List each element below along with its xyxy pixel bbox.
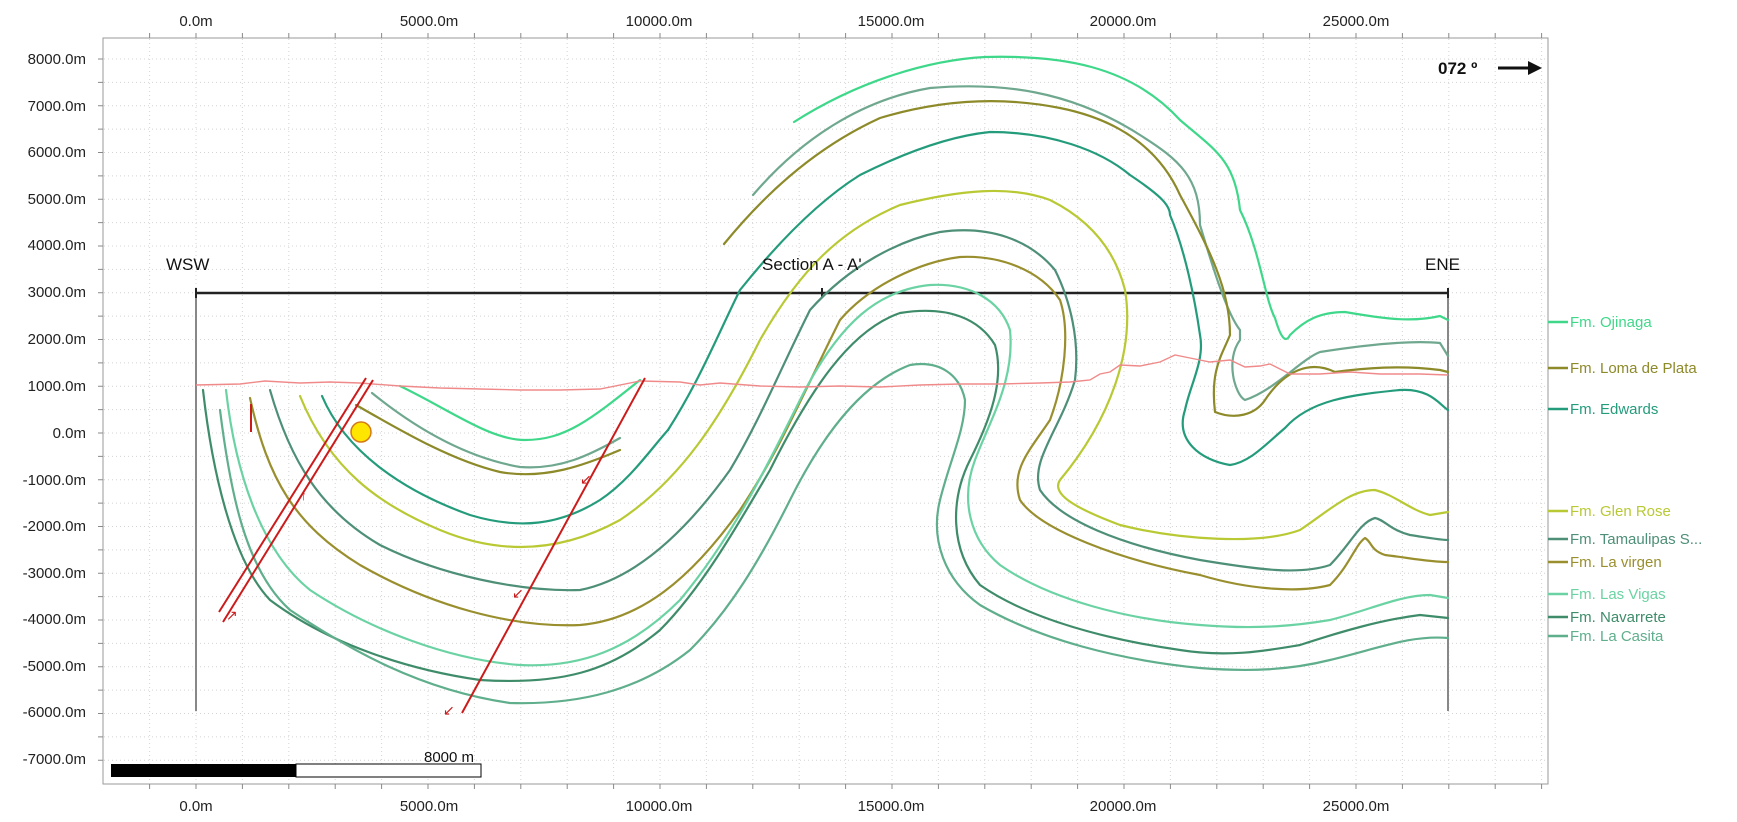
- x-tick-bottom: 15000.0m: [858, 798, 925, 815]
- section-label-right: ENE: [1425, 255, 1460, 274]
- x-axis-bottom: 0.0m 5000.0m 10000.0m 15000.0m 20000.0m …: [179, 798, 1389, 815]
- horizon-tamaulipas-upper: [751, 85, 1450, 402]
- azimuth-arrow-icon: [1498, 61, 1542, 75]
- y-tick: 7000.0m: [28, 98, 86, 115]
- horizon-tamaulipas-main: [268, 229, 1450, 592]
- y-tick: 3000.0m: [28, 284, 86, 301]
- legend-item-label: Fm. Ojinaga: [1570, 314, 1652, 331]
- y-tick: -4000.0m: [23, 611, 86, 628]
- y-tick: 4000.0m: [28, 237, 86, 254]
- legend-item-label: Fm. Edwards: [1570, 401, 1658, 418]
- legend-item-label: Fm. La Casita: [1570, 628, 1664, 645]
- fault-1-hanging: [222, 379, 374, 623]
- fault-arrow-icon: ↗: [226, 607, 238, 623]
- faults: ↑ ↙ ↙ ↙ ↗: [218, 377, 646, 718]
- legend-item-label: Fm. Tamaulipas S...: [1570, 531, 1702, 548]
- y-tick: -2000.0m: [23, 518, 86, 535]
- scale-bar-empty: [295, 763, 482, 778]
- horizon-loma-syncline: [354, 403, 622, 476]
- y-tick: 6000.0m: [28, 144, 86, 161]
- horizon-la-casita: [218, 362, 1450, 705]
- fault-arrow-icon: ↙: [580, 471, 592, 487]
- y-tick: -1000.0m: [23, 472, 86, 489]
- legend-item-label: Fm. Las Vigas: [1570, 586, 1666, 603]
- x-tick-top: 5000.0m: [400, 13, 458, 30]
- grid: [104, 39, 1547, 783]
- scale-bar-label: 8000 m: [424, 749, 474, 766]
- section-label-left: WSW: [166, 255, 209, 274]
- x-tick-bottom: 5000.0m: [400, 798, 458, 815]
- axis-ticks: [98, 33, 1543, 789]
- y-tick: 0.0m: [53, 425, 86, 442]
- horizon-edwards-upper: [666, 130, 1450, 467]
- x-tick-top: 0.0m: [179, 13, 212, 30]
- y-axis: 8000.0m 7000.0m 6000.0m 5000.0m 4000.0m …: [23, 51, 86, 768]
- horizon-la-virgen: [248, 255, 1450, 627]
- fault-arrow-icon: ↙: [512, 585, 524, 601]
- x-axis-top: 0.0m 5000.0m 10000.0m 15000.0m 20000.0m …: [179, 13, 1389, 30]
- x-tick-top: 20000.0m: [1090, 13, 1157, 30]
- legend-item-label: Fm. La virgen: [1570, 554, 1662, 571]
- horizon-loma-upper: [722, 100, 1450, 417]
- legend-item-label: Fm. Navarrete: [1570, 609, 1666, 626]
- horizon-glen-rose: [298, 189, 1450, 549]
- y-tick: 2000.0m: [28, 331, 86, 348]
- well-marker-icon[interactable]: [350, 421, 372, 443]
- horizon-ojinaga-syncline: [398, 378, 642, 442]
- x-tick-top: 25000.0m: [1323, 13, 1390, 30]
- y-tick: -5000.0m: [23, 658, 86, 675]
- legend-item-label: Fm. Glen Rose: [1570, 503, 1671, 520]
- y-tick: 1000.0m: [28, 378, 86, 395]
- horizon-ojinaga-upper: [792, 55, 1450, 341]
- horizon-navarrete: [201, 309, 1450, 683]
- scale-bar-filled: [111, 764, 296, 777]
- x-tick-top: 15000.0m: [858, 13, 925, 30]
- horizon-las-vigas: [224, 283, 1450, 667]
- x-tick-top: 10000.0m: [626, 13, 693, 30]
- x-tick-bottom: 10000.0m: [626, 798, 693, 815]
- legend-item-label: Fm. Loma de Plata: [1570, 360, 1697, 377]
- fault-arrow-icon: ↑: [300, 487, 307, 503]
- section-label-center: Section A - A': [762, 255, 862, 274]
- fault-2: [461, 377, 646, 714]
- y-tick: 5000.0m: [28, 191, 86, 208]
- x-tick-bottom: 20000.0m: [1090, 798, 1157, 815]
- horizon-tamaulipas-syncline: [370, 391, 622, 469]
- scale-bar: 8000 m: [111, 749, 482, 778]
- x-tick-bottom: 0.0m: [179, 798, 212, 815]
- y-tick: -7000.0m: [23, 751, 86, 768]
- y-tick: 8000.0m: [28, 51, 86, 68]
- y-tick: -6000.0m: [23, 704, 86, 721]
- fault-arrow-icon: ↙: [443, 702, 455, 718]
- fault-1-foot: [218, 377, 367, 613]
- formation-horizons: [201, 55, 1450, 705]
- x-tick-bottom: 25000.0m: [1323, 798, 1390, 815]
- y-tick: -3000.0m: [23, 565, 86, 582]
- topography-line: [195, 354, 1449, 391]
- horizon-edwards-syncline: [320, 394, 670, 525]
- azimuth-label: 072 º: [1438, 59, 1477, 78]
